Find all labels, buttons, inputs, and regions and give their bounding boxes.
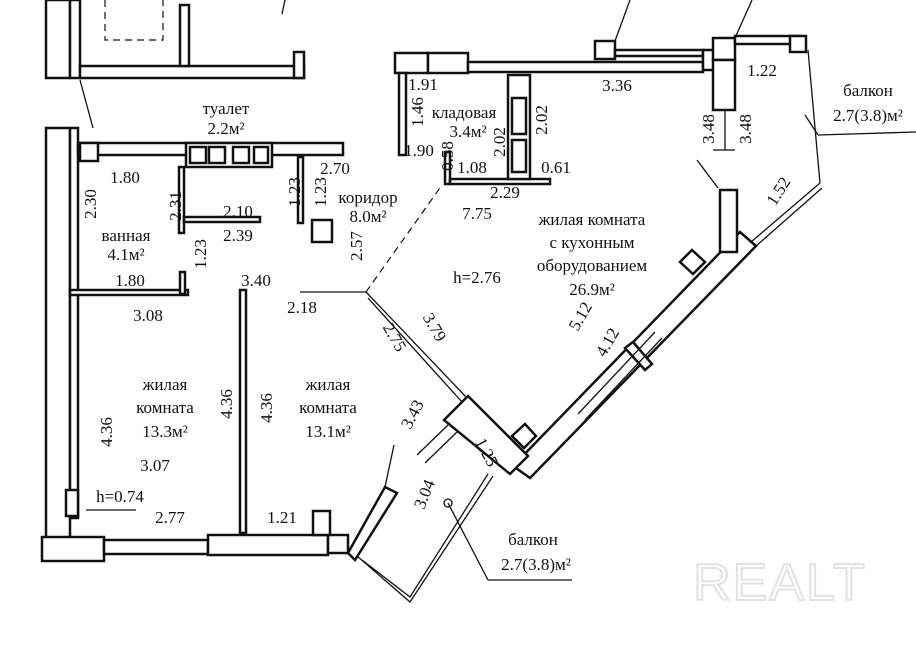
dimension-label: 2.31 <box>166 191 185 221</box>
dimension-label: 1.21 <box>267 508 297 527</box>
dimension-label: 1.80 <box>115 271 145 290</box>
dimension-label: 4.36 <box>97 417 116 447</box>
balcony-top-area: 2.7(3.8)м² <box>833 106 903 125</box>
dimension-label: 1.91 <box>408 75 438 94</box>
dimension-label: 3.79 <box>419 310 450 345</box>
plan-labels: туалет 2.2м² ванная 4.1м² коридор 8.0м² … <box>81 61 903 613</box>
dimension-label: 2.30 <box>81 189 100 219</box>
balcony-marker <box>443 498 453 508</box>
dimension-label: 2.10 <box>223 202 253 221</box>
kitchen-living-area: 26.9м² <box>569 280 615 299</box>
storage-name: кладовая <box>432 103 497 122</box>
dimension-label: 1.46 <box>408 97 427 127</box>
bathroom-area: 4.1м² <box>107 245 144 264</box>
storage-area: 3.4м² <box>449 122 486 141</box>
living1-line2: комната <box>136 398 194 417</box>
dimension-label: 3.07 <box>140 456 170 475</box>
dimension-label: 2.77 <box>155 508 185 527</box>
realt-watermark: REALT <box>693 554 867 612</box>
dimension-label: 3.48 <box>736 114 755 144</box>
living1-line1: жилая <box>142 375 188 394</box>
dimension-label: 1.90 <box>404 141 434 160</box>
dimension-label: 2.57 <box>347 231 366 261</box>
balcony-leader <box>447 502 489 581</box>
dimension-label: 1.80 <box>110 168 140 187</box>
dimension-label: 4.36 <box>217 389 236 419</box>
dimension-label: 4.12 <box>592 325 623 360</box>
corridor-name: коридор <box>338 188 397 207</box>
dimension-label: 3.40 <box>241 271 271 290</box>
dimension-label: 0.58 <box>438 141 457 171</box>
kitchen-living-line2: с кухонным <box>549 233 634 252</box>
balcony-top-name: балкон <box>843 81 893 100</box>
living1-area: 13.3м² <box>142 422 188 441</box>
dimension-label: 3.04 <box>410 476 439 511</box>
dimension-label: 2.70 <box>320 159 350 178</box>
dimension-label: 7.75 <box>462 204 492 223</box>
dimension-label: 1.52 <box>762 174 794 209</box>
dimension-label: 3.36 <box>602 76 632 95</box>
corridor-area: 8.0м² <box>349 207 386 226</box>
exterior-walls <box>40 0 916 603</box>
dimension-label: 2.29 <box>490 183 520 202</box>
living2-line1: жилая <box>305 375 351 394</box>
dimension-label: 1.23 <box>311 177 330 207</box>
dimension-label: 2.02 <box>532 105 551 135</box>
interior-walls <box>68 71 552 535</box>
dimension-label: 3.43 <box>397 397 428 432</box>
toilet-area: 2.2м² <box>207 119 244 138</box>
dimension-label: 0.61 <box>541 158 571 177</box>
upper-structure <box>44 0 306 129</box>
dimension-label: 1.08 <box>457 158 487 177</box>
dimension-label: 2.18 <box>287 298 317 317</box>
ceiling-height: h=2.76 <box>453 268 501 287</box>
dimension-label: 1.22 <box>747 61 777 80</box>
kitchen-living-line3: оборудованием <box>537 256 648 275</box>
bathroom-name: ванная <box>102 226 151 245</box>
dimension-label: 2.75 <box>379 320 410 355</box>
living2-line2: комната <box>299 398 357 417</box>
dimension-label: 3.08 <box>133 306 163 325</box>
dimension-label: 5.12 <box>565 299 596 334</box>
dimension-label: 3.48 <box>699 114 718 144</box>
dimension-label: h=0.74 <box>96 487 144 506</box>
balcony-bottom-area: 2.7(3.8)м² <box>501 555 571 574</box>
dimension-label: 4.36 <box>257 393 276 423</box>
living2-area: 13.1м² <box>305 422 351 441</box>
dimension-label: 2.02 <box>490 127 509 157</box>
dimension-label: 2.39 <box>223 226 253 245</box>
kitchen-living-line1: жилая комната <box>538 210 646 229</box>
dimension-label: 1.23 <box>285 177 304 207</box>
balcony-bottom-name: балкон <box>508 530 558 549</box>
dimension-label: 1.23 <box>191 239 210 269</box>
toilet-name: туалет <box>203 99 250 118</box>
